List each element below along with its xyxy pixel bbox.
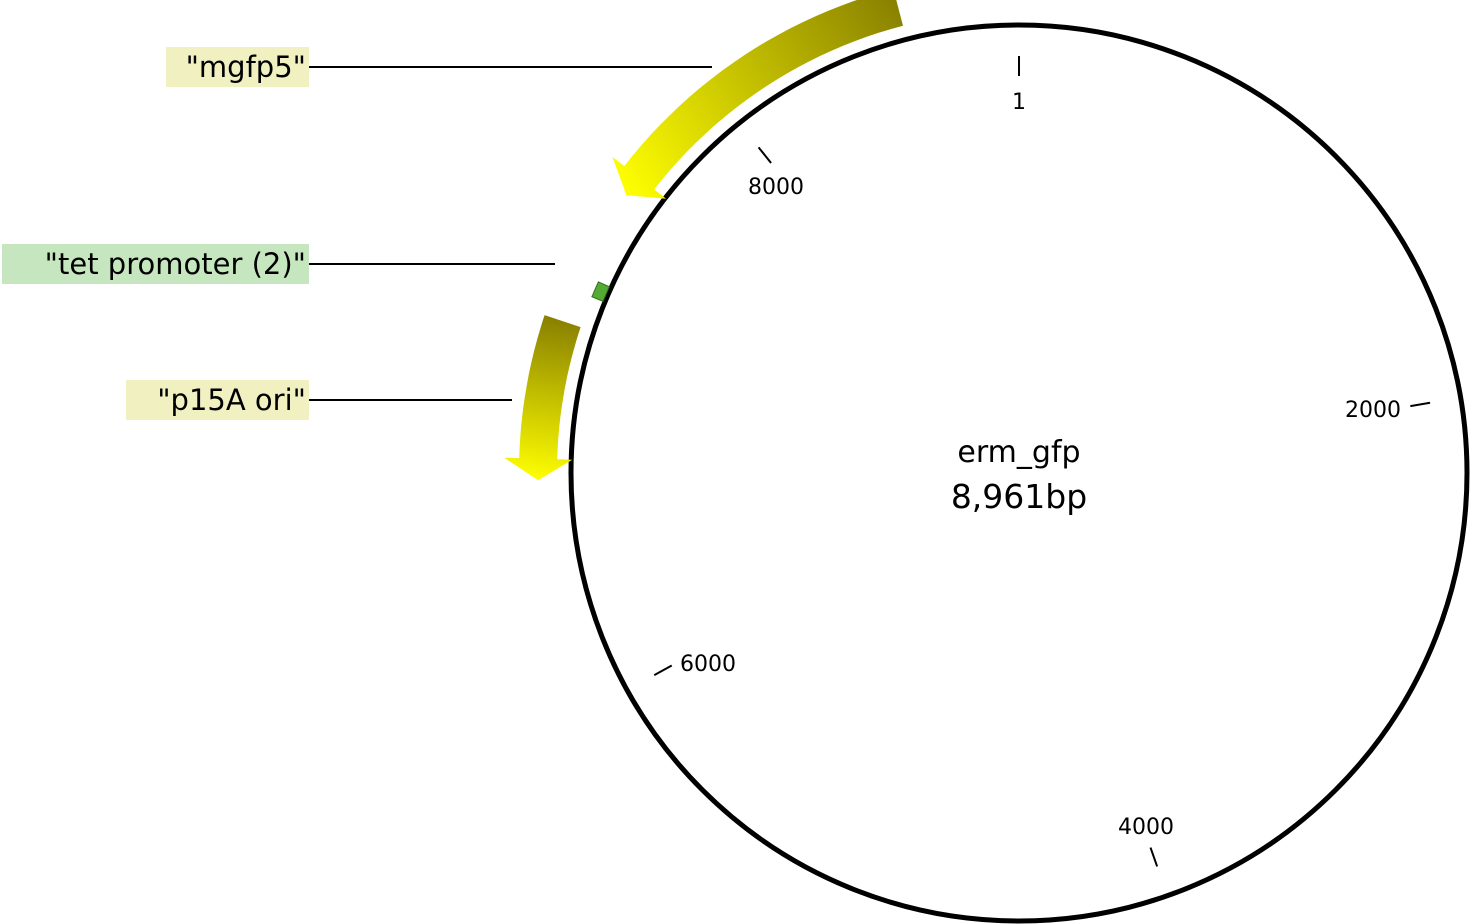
feature-label-p15a-ori[interactable]: "p15A ori" <box>157 383 306 417</box>
tick-mark-6000 <box>653 664 673 677</box>
plasmid-size: 8,961bp <box>951 477 1087 516</box>
tick-label-4000: 4000 <box>1118 815 1174 840</box>
tick-mark-8000 <box>757 146 772 164</box>
leader-lines <box>308 66 712 401</box>
feature-tet-promoter-box[interactable] <box>591 281 610 302</box>
tick-label-2000: 2000 <box>1345 398 1401 423</box>
tick-marks: 1 2000 4000 6000 8000 <box>653 56 1431 867</box>
label-background-tet-promoter <box>2 244 309 284</box>
label-background-mgfp5 <box>166 47 309 87</box>
plasmid-name: erm_gfp <box>957 435 1080 470</box>
plasmid-backbone-circle <box>568 22 1470 924</box>
label-background-p15a-ori <box>126 380 309 420</box>
tick-label-1: 1 <box>1012 90 1026 115</box>
feature-label-tet-promoter[interactable]: "tet promoter (2)" <box>45 247 306 281</box>
feature-p15a-ori-arrow[interactable] <box>504 315 581 481</box>
features <box>504 0 903 481</box>
feature-labels: "mgfp5" "tet promoter (2)" "p15A ori" <box>2 47 309 420</box>
feature-label-mgfp5[interactable]: "mgfp5" <box>186 50 306 84</box>
feature-mgfp5-arrow[interactable] <box>612 0 903 199</box>
tick-mark-2000 <box>1410 401 1431 408</box>
tick-label-8000: 8000 <box>748 175 804 200</box>
tick-label-6000: 6000 <box>680 652 736 677</box>
tick-mark-4000 <box>1149 847 1159 867</box>
